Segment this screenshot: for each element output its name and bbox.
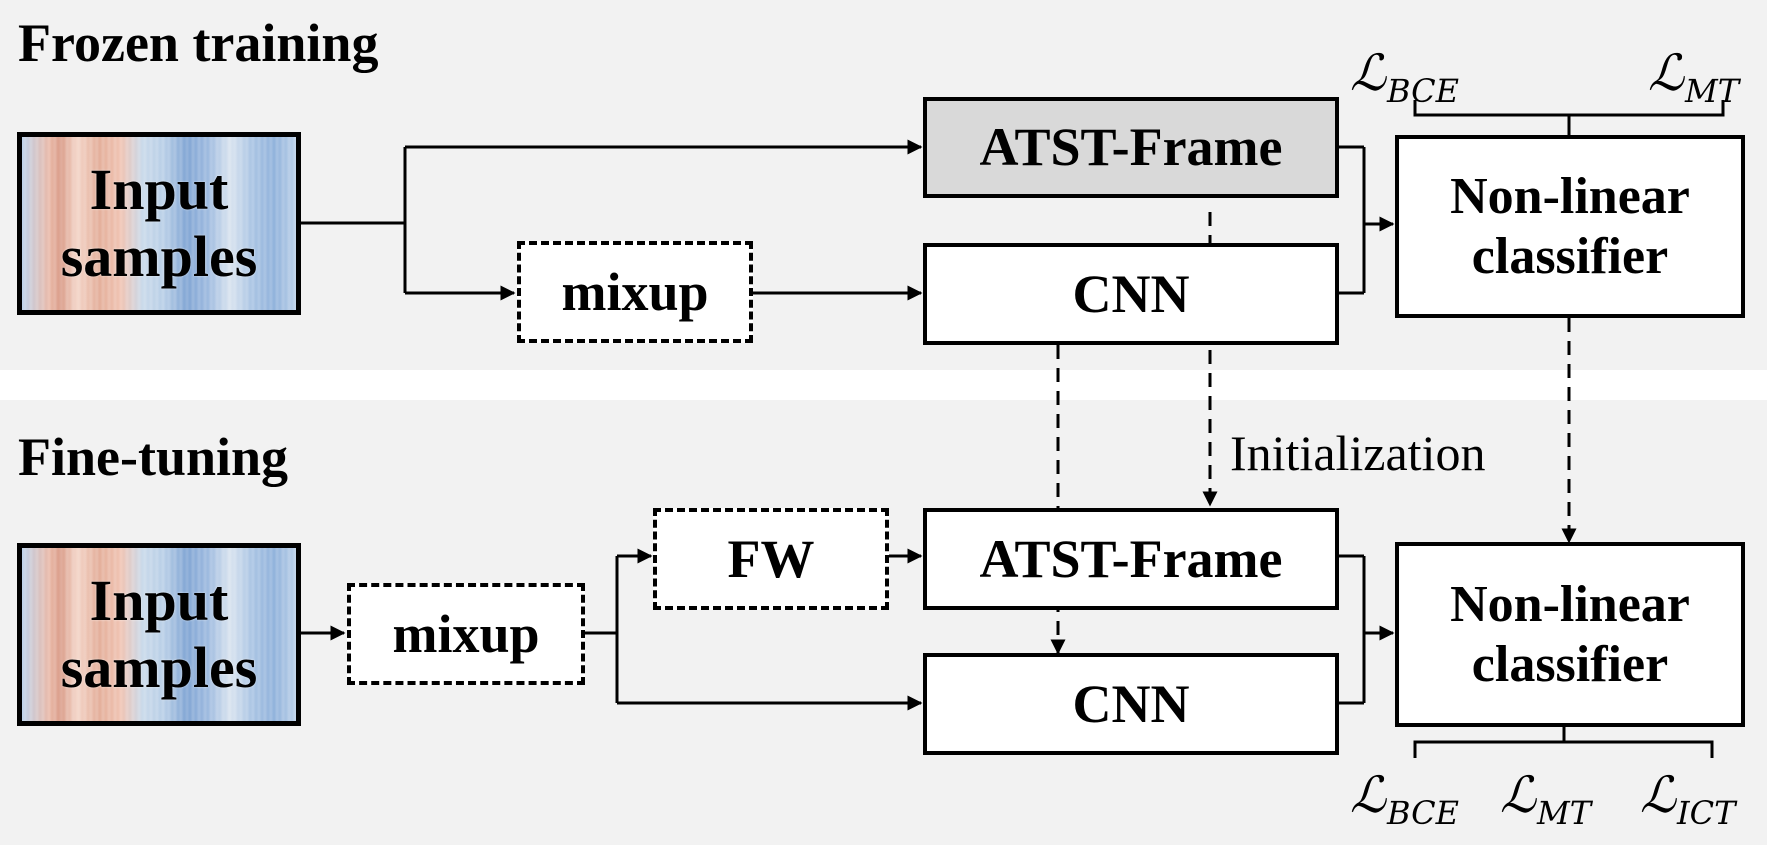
finetune-loss-mt: ℒMT xyxy=(1500,766,1592,832)
frozen-mixup-box: mixup xyxy=(517,241,753,343)
finetune-classifier-box: Non-linear classifier xyxy=(1395,542,1745,727)
finetune-cnn-box: CNN xyxy=(923,653,1339,755)
initialization-label: Initialization xyxy=(1230,425,1486,481)
frozen-atst-frame-box: ATST-Frame xyxy=(923,97,1339,198)
finetune-loss-bracket xyxy=(1413,727,1714,758)
frozen-loss-bce: ℒBCE xyxy=(1350,44,1459,110)
frozen-input-samples: Input samples xyxy=(17,132,301,315)
frozen-loss-mt: ℒMT xyxy=(1648,44,1740,110)
frozen-training-title: Frozen training xyxy=(18,13,379,73)
finetune-input-samples: Input samples xyxy=(17,543,301,726)
finetune-atst-frame-box: ATST-Frame xyxy=(923,508,1339,610)
frozen-cnn-box: CNN xyxy=(923,243,1339,345)
frozen-classifier-box: Non-linear classifier xyxy=(1395,135,1745,318)
finetune-fw-box: FW xyxy=(653,508,889,610)
finetune-loss-bce: ℒBCE xyxy=(1350,766,1459,832)
fine-tuning-title: Fine-tuning xyxy=(18,427,289,487)
finetune-mixup-box: mixup xyxy=(347,583,585,685)
frozen-loss-bracket xyxy=(1413,100,1725,135)
finetune-loss-ict: ℒICT xyxy=(1640,766,1736,832)
